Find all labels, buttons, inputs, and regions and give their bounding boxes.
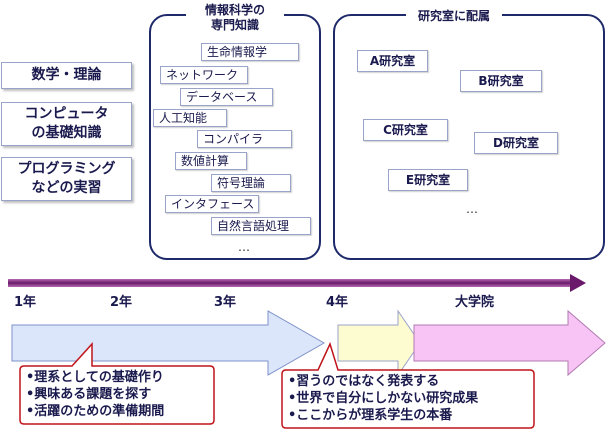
callout-right-shape (281, 341, 535, 429)
subject-tag: 数値計算 (175, 152, 247, 170)
callout-left-line: •理系としての基礎作り (26, 370, 164, 385)
callout-left-line: •興味ある課題を探す (26, 387, 152, 402)
graduate-school: 大学院 (455, 295, 495, 310)
lab-box: A研究室 (357, 50, 428, 72)
year-2: 2年 (110, 295, 133, 310)
subject-tag: データベース (180, 88, 273, 106)
basics-programming: プログラミング などの実習 (1, 157, 132, 201)
subjects-more: … (238, 240, 251, 254)
callout-left-shape (19, 342, 215, 425)
callout-right-line: •ここからが理系学生の本番 (288, 408, 453, 423)
subject-tag: コンパイラ (197, 130, 292, 148)
year-4: 4年 (326, 295, 349, 310)
lab-box: D研究室 (474, 132, 558, 154)
year-3: 3年 (214, 295, 237, 310)
subject-tag: 人工知能 (153, 109, 227, 127)
subject-tag: ネットワーク (160, 66, 248, 84)
basics-math: 数学・理論 (1, 62, 132, 89)
specialized-title: 情報科学の 専門知識 (186, 3, 284, 33)
timeline-arrowhead (570, 274, 586, 292)
subject-tag: インタフェース (165, 195, 259, 213)
graduate-arrow (413, 309, 606, 377)
lab-box: C研究室 (363, 119, 448, 141)
lab-box: B研究室 (460, 70, 542, 92)
year-1: 1年 (14, 295, 37, 310)
labs-title: 研究室に配属 (406, 9, 502, 24)
labs-more: … (466, 202, 479, 216)
lab-box: E研究室 (388, 169, 468, 191)
timeline-bar (8, 279, 574, 287)
subject-tag: 生命情報学 (201, 43, 299, 61)
callout-left-line: •活躍のための準備期間 (26, 404, 165, 419)
subject-tag: 自然言語処理 (211, 217, 311, 235)
callout-right-line: •習うのではなく発表する (288, 374, 440, 389)
year4-arrow (337, 309, 421, 377)
basics-computer: コンピュータ の基礎知識 (1, 102, 132, 146)
callout-right-line: •世界で自分にしかない研究成果 (288, 391, 479, 406)
subject-tag: 符号理論 (211, 174, 291, 192)
